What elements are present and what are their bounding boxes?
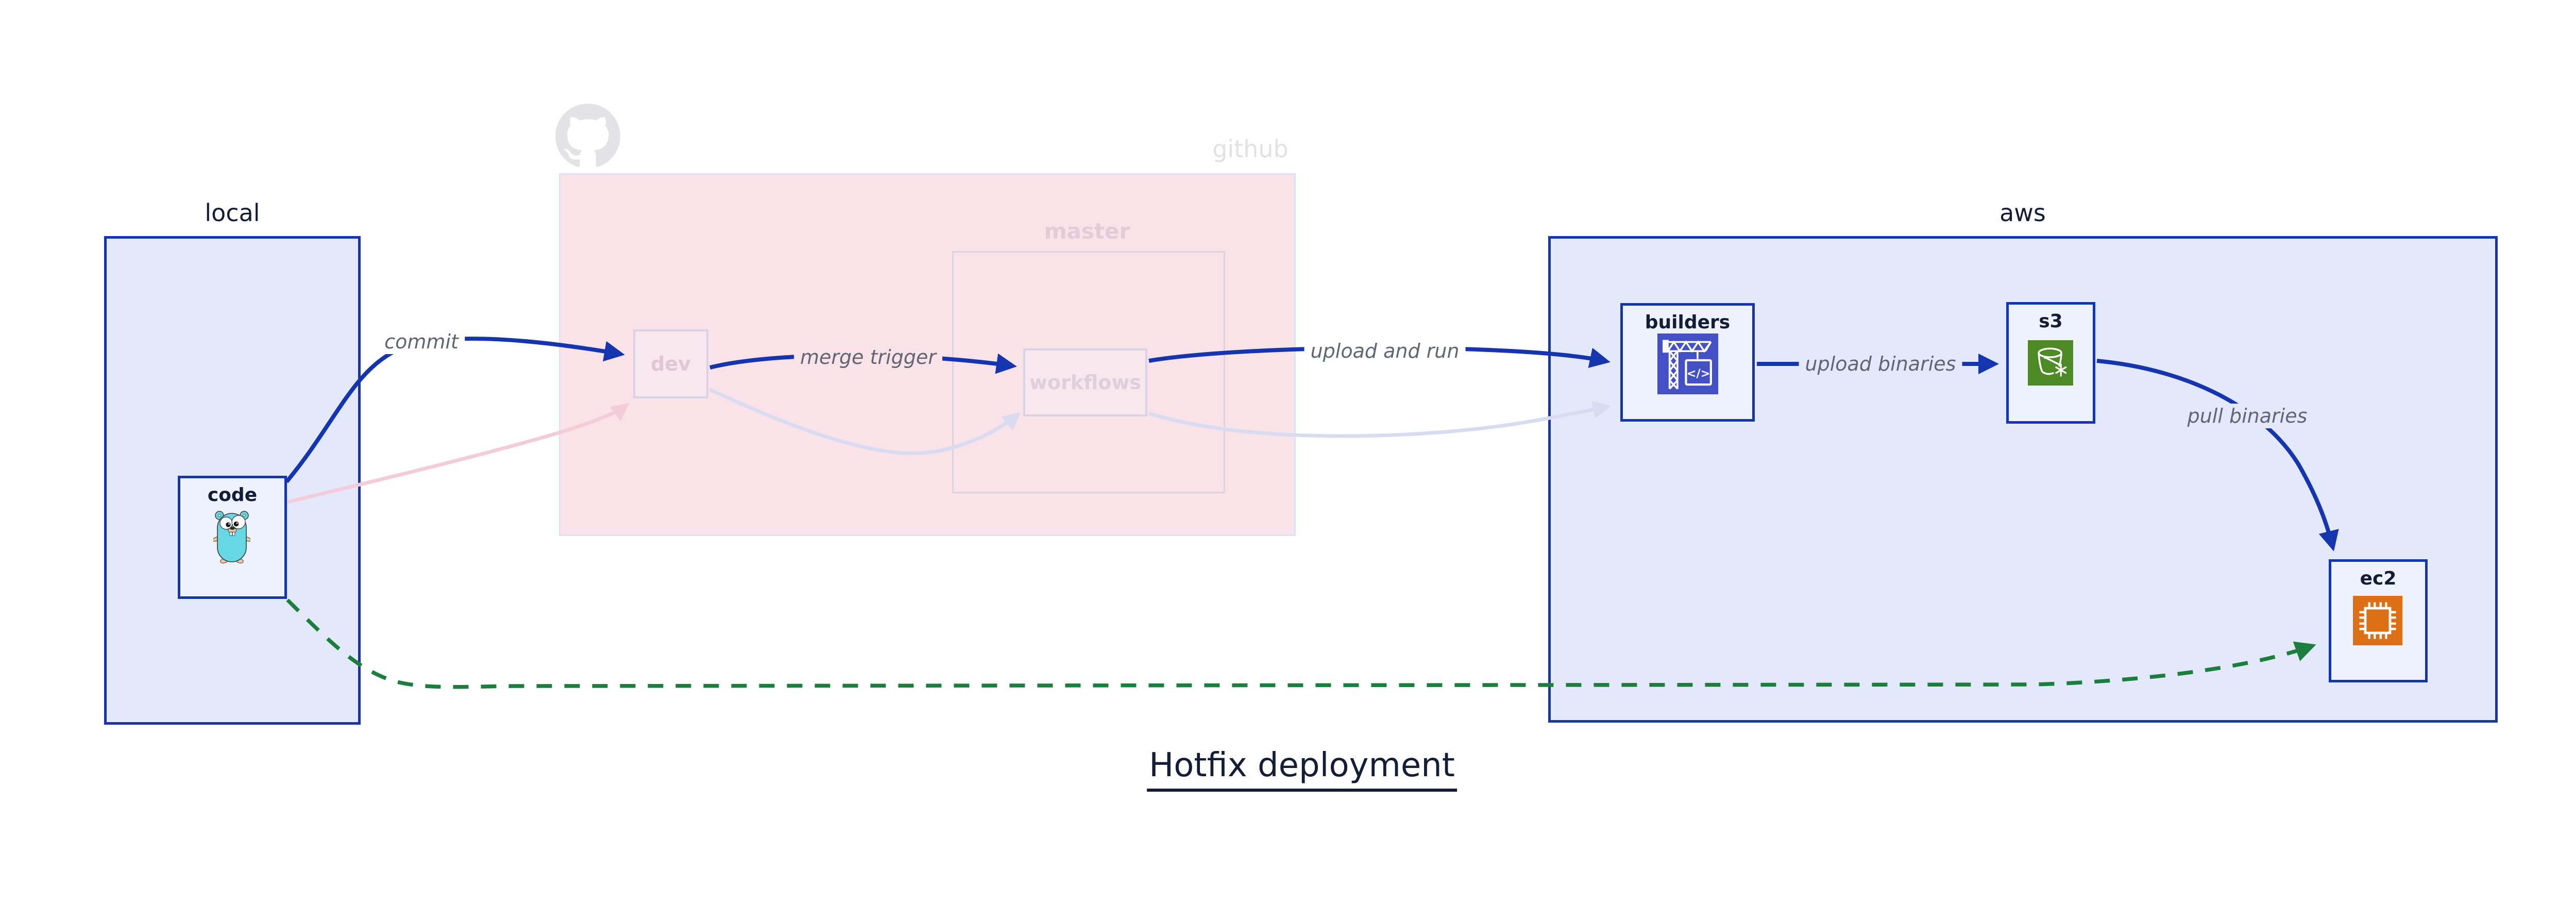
- edge-faded-merge: [709, 388, 1021, 456]
- node-workflows: workflows: [1023, 348, 1147, 416]
- edge-label-commit: commit: [378, 329, 465, 354]
- node-workflows-label: workflows: [1029, 371, 1142, 394]
- codebuild-crane-icon: </>: [1657, 333, 1719, 394]
- github-octocat-icon: [555, 104, 620, 169]
- ec2-chip-icon: [2353, 596, 2402, 645]
- s3-bucket-icon: [2028, 340, 2073, 386]
- github-group-label: github: [1212, 135, 1289, 163]
- node-code-label: code: [207, 485, 258, 506]
- edge-pull-binaries: [2096, 359, 2339, 552]
- diagram-title: Hotfix deployment: [1147, 746, 1457, 792]
- node-ec2: ec2: [2329, 559, 2428, 682]
- node-s3-label: s3: [2039, 311, 2063, 332]
- master-cluster-box: [952, 251, 1225, 493]
- edge-label-upload-binaries: upload binaries: [1799, 352, 1962, 376]
- svg-text:</>: </>: [1687, 367, 1710, 380]
- edge-label-merge-trigger: merge trigger: [794, 345, 942, 370]
- aws-group-label: aws: [1999, 199, 2046, 227]
- node-dev-label: dev: [651, 353, 691, 375]
- edge-faded-commit: [287, 403, 630, 504]
- edge-hotfix-path: [286, 598, 2316, 689]
- node-ec2-label: ec2: [2360, 568, 2397, 589]
- go-gopher-icon: [213, 509, 250, 564]
- local-group-label: local: [205, 199, 260, 227]
- node-builders-label: builders: [1645, 312, 1731, 333]
- edge-faded-upload: [1148, 400, 1611, 438]
- edge-label-upload-and-run: upload and run: [1304, 339, 1466, 363]
- edge-label-pull-binaries: pull binaries: [2181, 404, 2314, 428]
- node-dev: dev: [633, 329, 708, 398]
- master-cluster-label: master: [1044, 219, 1130, 244]
